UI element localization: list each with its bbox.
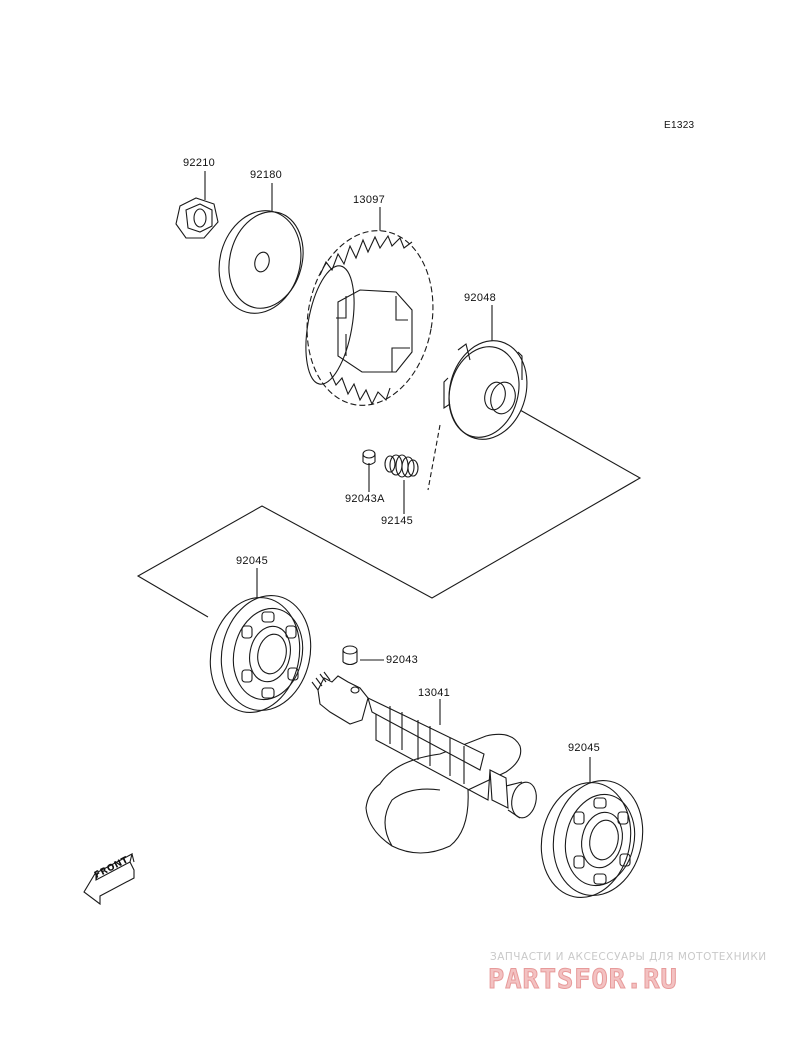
gear-part	[305, 230, 434, 406]
balancer-shaft-part	[311, 671, 537, 854]
spring-part	[384, 454, 419, 478]
washer-part	[218, 210, 304, 314]
diagram-code: E1323	[664, 120, 695, 131]
pin-part	[342, 645, 358, 666]
label-collar: 92048	[464, 292, 497, 304]
nut-part	[175, 197, 219, 239]
bearing-left-part	[209, 594, 312, 714]
pin-a-part	[362, 449, 376, 466]
watermark-logo: PARTSFOR.RU	[488, 964, 678, 996]
label-bearing-right: 92045	[568, 742, 601, 754]
label-nut: 92210	[183, 157, 216, 169]
label-bearing-left: 92045	[236, 555, 269, 567]
label-gear: 13097	[353, 194, 386, 206]
label-washer: 92180	[250, 169, 283, 181]
collar-part	[443, 340, 528, 440]
label-spring: 92145	[381, 515, 414, 527]
front-arrow-icon	[83, 852, 135, 906]
watermark-subtitle: ЗАПЧАСТИ И АКСЕССУАРЫ ДЛЯ МОТОТЕХНИКИ	[490, 951, 767, 963]
label-balancer-shaft: 13041	[418, 687, 451, 699]
bearing-right-part	[540, 779, 644, 899]
label-pin: 92043	[386, 654, 419, 666]
label-pin-a: 92043A	[345, 493, 385, 505]
